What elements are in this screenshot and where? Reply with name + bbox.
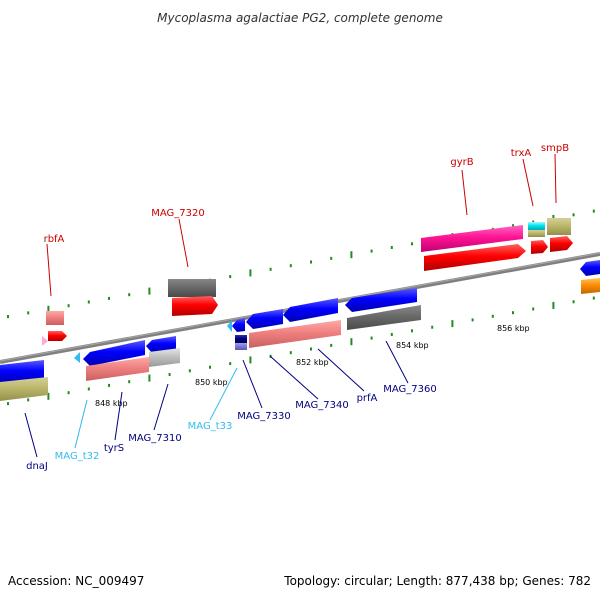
gene-label-MAG_7310[interactable]: MAG_7310: [128, 433, 182, 444]
prfA-callout-line: [317, 348, 365, 392]
dnaJ-gene-bar[interactable]: [0, 377, 48, 401]
mag7340-gene-bar[interactable]: [249, 320, 341, 348]
dnaJ-gene-arrow[interactable]: [0, 360, 44, 384]
gene-label-gyrB[interactable]: gyrB: [450, 157, 473, 168]
gene-label-MAG_7330[interactable]: MAG_7330: [237, 411, 291, 422]
gene-label-MAG_7340[interactable]: MAG_7340: [295, 400, 349, 411]
gyrB-gene-arrow[interactable]: [424, 244, 526, 271]
scale-label: 854 kbp: [396, 341, 429, 350]
tick-track-upper: [7, 209, 595, 319]
mag7360-gene-arrow[interactable]: [345, 288, 417, 312]
smpB-gene-arrow[interactable]: [550, 236, 573, 252]
gene-label-MAG_7320[interactable]: MAG_7320: [151, 208, 205, 219]
gene-label-rbfA[interactable]: rbfA: [44, 234, 65, 245]
rbfA-gene-bar[interactable]: [46, 311, 64, 325]
gyrB-gene-bar[interactable]: [421, 225, 523, 252]
gene-blue-arrow-edge[interactable]: [580, 260, 600, 276]
mag7340-callout-line: [269, 355, 319, 400]
map-title: Mycoplasma agalactiae PG2, complete geno…: [157, 11, 443, 25]
prfA-gene-arrow[interactable]: [283, 298, 338, 322]
scale-label: 856 kbp: [497, 324, 530, 333]
gene-label-MAG_7360[interactable]: MAG_7360: [383, 384, 437, 395]
mag-t33-callout-line: [209, 367, 238, 421]
mag7330-gene-bar[interactable]: [235, 335, 247, 343]
mag7330-callout-line: [242, 359, 263, 409]
tyrS-callout-line: [114, 391, 123, 441]
accession-text: Accession: NC_009497: [8, 574, 144, 588]
mag7360-gene-bar[interactable]: [347, 305, 421, 330]
trxA-gene-bar[interactable]: [528, 222, 545, 230]
mag7310-callout-line: [153, 383, 169, 431]
gene-label-MAG_t32[interactable]: MAG_t32: [55, 451, 100, 462]
pink-marker-left[interactable]: [42, 336, 48, 346]
gene-orange-bar[interactable]: [581, 278, 600, 294]
gene-label-MAG_t33[interactable]: MAG_t33: [188, 421, 233, 432]
gene-label-tyrS[interactable]: tyrS: [104, 443, 124, 454]
gene-label-prfA[interactable]: prfA: [357, 393, 378, 404]
mag7360-callout-line: [385, 340, 409, 384]
gene-label-dnaJ[interactable]: dnaJ: [26, 461, 48, 472]
mag7320-gene-bar[interactable]: [168, 279, 216, 297]
mag7310-gene-bar[interactable]: [149, 348, 180, 367]
trxA-callout-line: [522, 158, 534, 207]
gyrB-callout-line: [461, 169, 468, 216]
mag-t33-marker[interactable]: [227, 320, 232, 332]
rbfA-gene-arrow[interactable]: [48, 331, 67, 341]
dnaJ-callout-line: [24, 412, 38, 458]
rbfA-callout-line: [46, 243, 52, 297]
gene-label-trxA[interactable]: trxA: [511, 148, 532, 159]
mag-t32-callout-line: [74, 399, 88, 449]
scale-label: 852 kbp: [296, 358, 329, 367]
tyrS-gene-bar[interactable]: [86, 357, 149, 381]
mag7340-gene-arrow[interactable]: [246, 309, 283, 329]
trxA-gene-arrow[interactable]: [531, 240, 548, 254]
scale-label: 850 kbp: [195, 378, 228, 387]
mag7320-gene-arrow[interactable]: [172, 296, 218, 316]
scale-label: 848 kbp: [95, 399, 128, 408]
mag7310-gene-arrow[interactable]: [146, 336, 176, 353]
mag7330-gene-arrow[interactable]: [232, 318, 245, 332]
mag7320-callout-line: [178, 218, 189, 268]
gene-label-smpB[interactable]: smpB: [541, 143, 569, 154]
tyrS-gene-arrow[interactable]: [83, 340, 145, 366]
trxA-gene-bar-lower[interactable]: [528, 230, 545, 237]
topology-stats-text: Topology: circular; Length: 877,438 bp; …: [283, 574, 591, 588]
smpB-gene-bar[interactable]: [547, 218, 571, 235]
smpB-callout-line: [554, 153, 557, 204]
mag7330-gene-bar-lower[interactable]: [235, 343, 247, 350]
mag-t32-marker[interactable]: [74, 352, 80, 363]
tick-track-lower: [7, 296, 595, 406]
